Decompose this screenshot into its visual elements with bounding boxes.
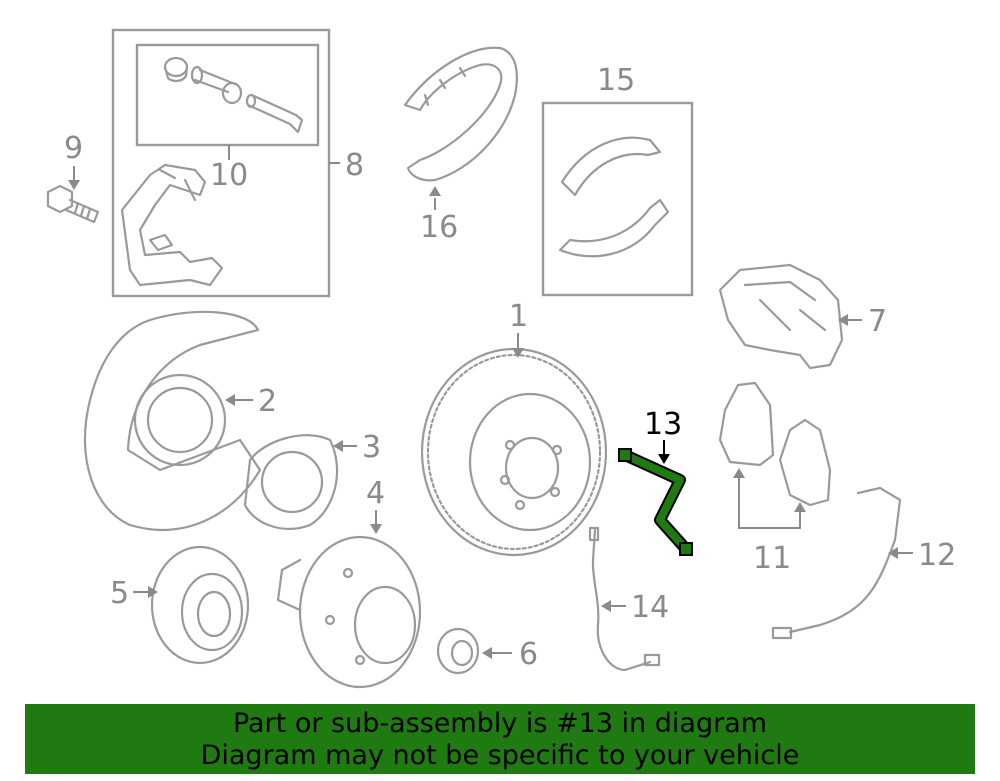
callout-15: 15 — [597, 63, 635, 98]
callout-5: 5 — [110, 576, 129, 611]
part-11-brake-pads[interactable] — [718, 381, 832, 507]
callout-11: 11 — [753, 541, 791, 576]
callout-6: 6 — [519, 637, 538, 672]
part-15-parking-brake-shoes[interactable] — [541, 101, 694, 297]
callout-16: 16 — [420, 210, 458, 245]
callout-12: 12 — [918, 538, 956, 573]
part-13-brake-hose[interactable] — [618, 448, 693, 556]
callout-1: 1 — [509, 299, 528, 334]
callout-2: 2 — [258, 384, 277, 419]
part-2-dust-shield[interactable] — [83, 310, 262, 531]
callout-7: 7 — [868, 304, 887, 339]
callout-3: 3 — [362, 430, 381, 465]
callout-9: 9 — [64, 131, 83, 166]
callout-13: 13 — [644, 407, 682, 442]
callout-8: 8 — [345, 148, 364, 183]
part-9-bolt[interactable] — [46, 184, 100, 224]
callout-4: 4 — [366, 476, 385, 511]
info-banner: Part or sub-assembly is #13 in diagram D… — [25, 704, 975, 774]
brake-parts-diagram: 8 10 9 16 15 7 2 3 — [46, 28, 956, 689]
part-7-caliper[interactable] — [718, 263, 844, 370]
part-8-carrier-kit[interactable] — [111, 28, 331, 298]
callout-14: 14 — [631, 590, 669, 625]
part-3-gasket[interactable] — [243, 434, 339, 530]
callout-10: 10 — [210, 158, 248, 193]
part-1-brake-rotor[interactable] — [420, 347, 608, 557]
part-14-wear-sensor[interactable] — [588, 526, 661, 672]
part-12-wear-sensor-wire[interactable] — [771, 486, 902, 640]
banner-line-2: Diagram may not be specific to your vehi… — [200, 740, 800, 771]
banner-line-1: Part or sub-assembly is #13 in diagram — [232, 708, 768, 739]
part-16-brake-shoe-spring[interactable] — [403, 46, 518, 182]
part-6-axle-nut[interactable] — [436, 627, 480, 675]
part-5-wheel-bearing[interactable] — [150, 545, 250, 665]
part-4-wheel-hub[interactable] — [276, 535, 422, 689]
